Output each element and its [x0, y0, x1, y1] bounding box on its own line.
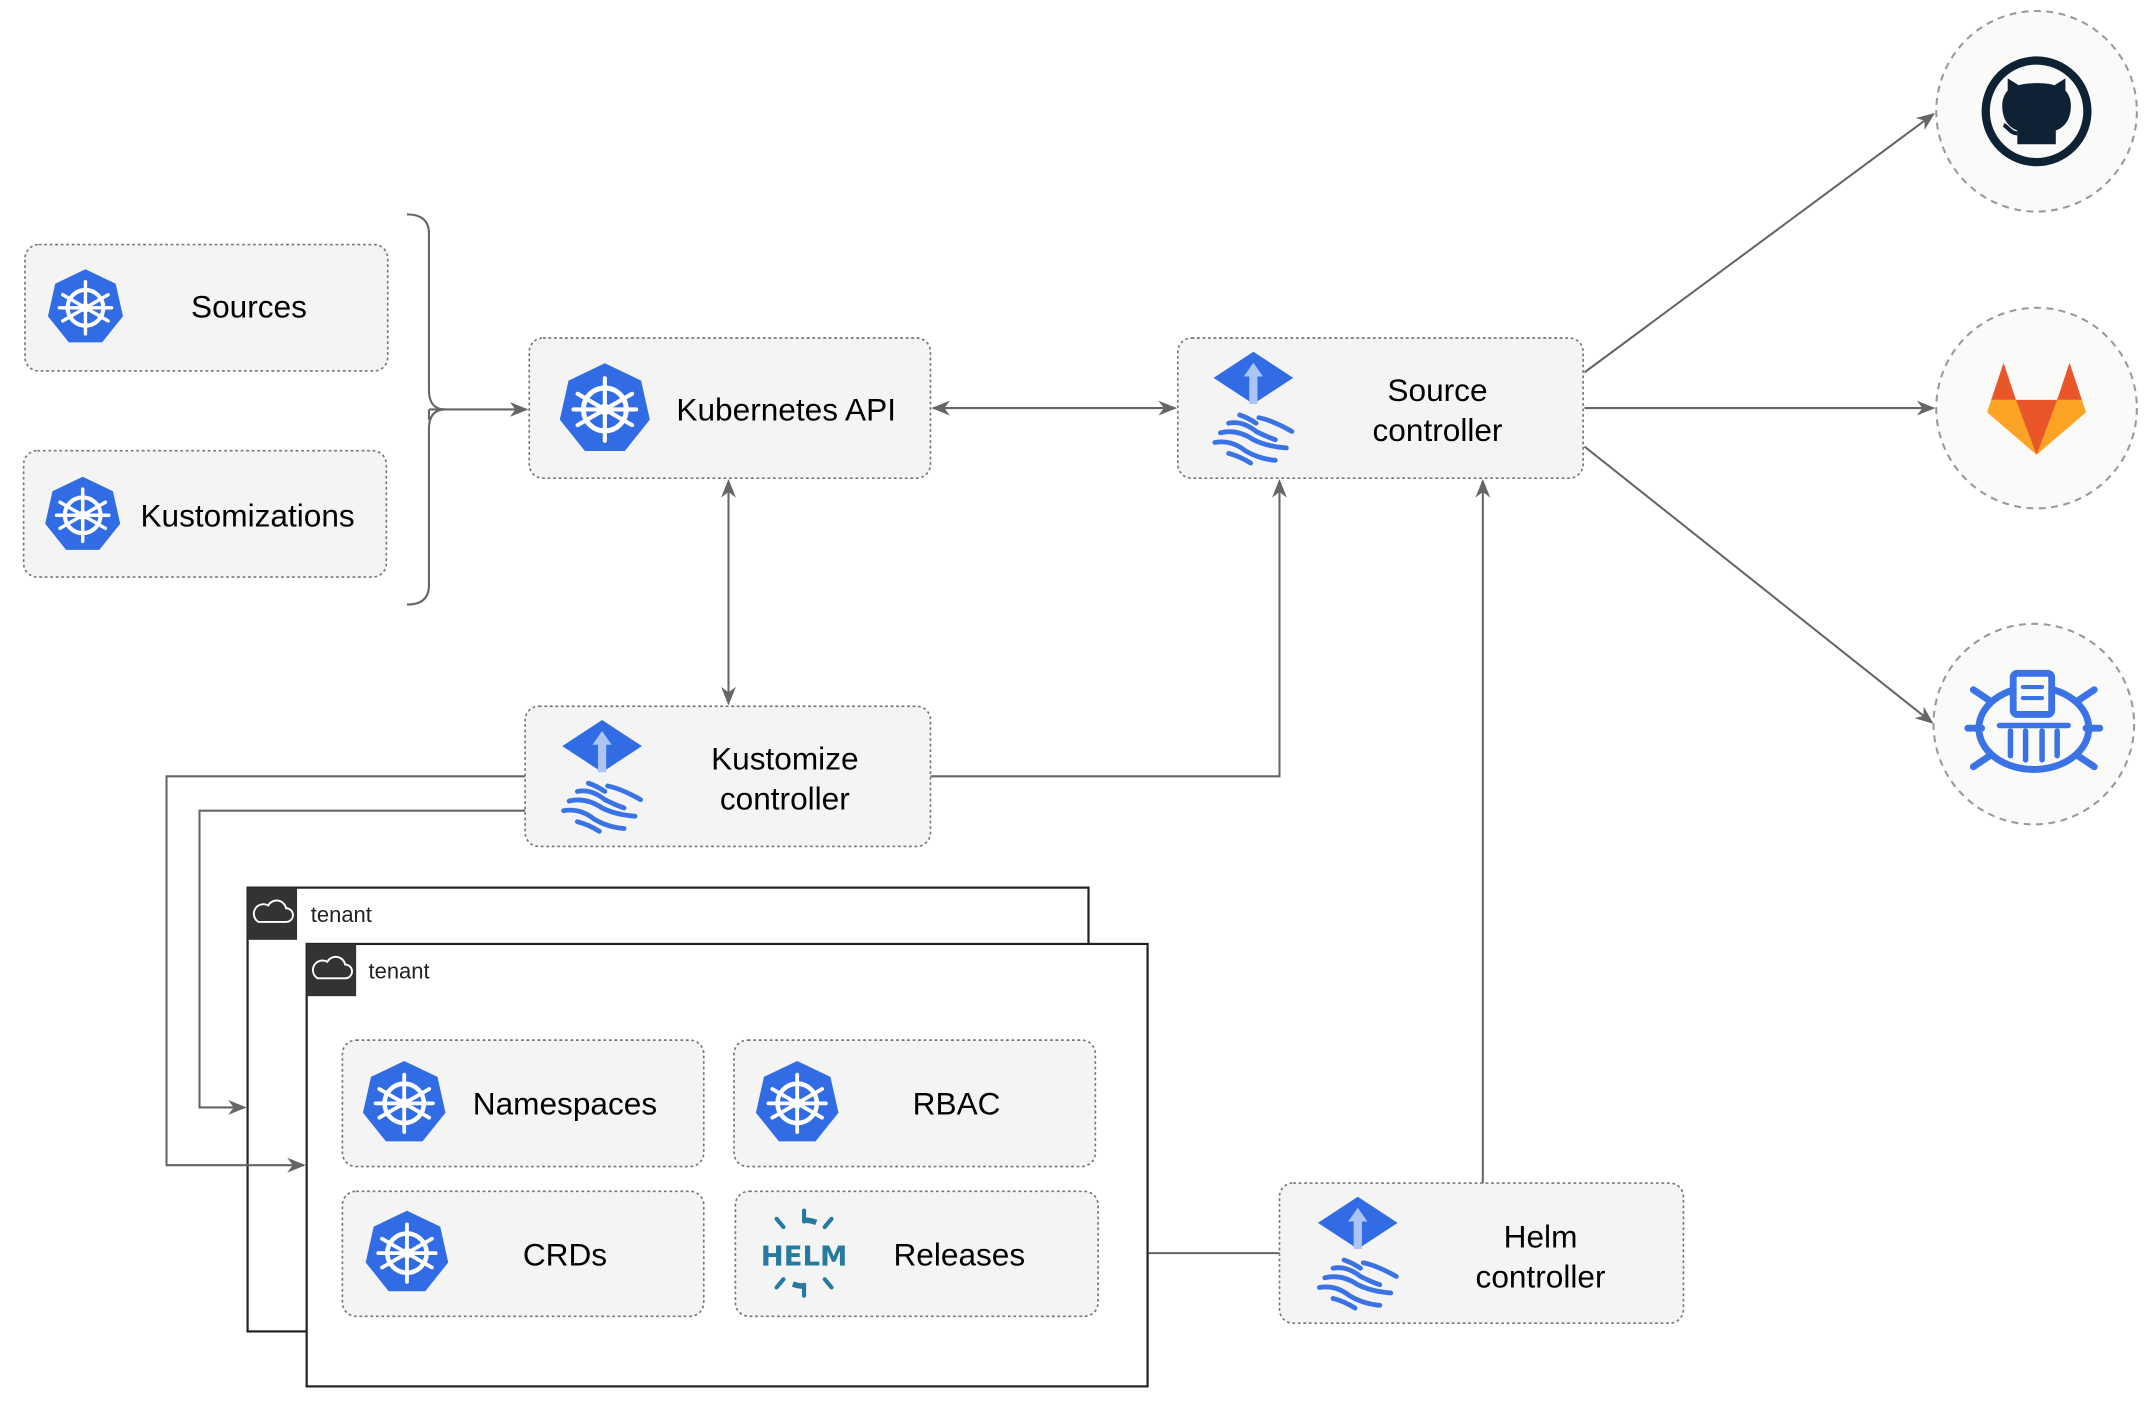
node-label: Releases [893, 1236, 1025, 1272]
node-label-line2: controller [720, 780, 850, 816]
node-kustomizations[interactable]: Kustomizations [22, 449, 388, 578]
gitlab-icon [1987, 362, 2087, 455]
node-label-line1: Helm [1504, 1219, 1578, 1255]
node-label-line1: Kustomize [711, 740, 858, 776]
node-label: Sources [191, 288, 307, 324]
tenant-label: tenant [311, 902, 372, 927]
bucket-icon [1964, 669, 2104, 773]
edge-kustomize-to-tenant-front [165, 775, 526, 1173]
edge-kustomize-to-source [930, 479, 1287, 778]
edge-kustomize-to-tenant-back [198, 809, 526, 1115]
tenant-label: tenant [369, 958, 430, 983]
github-icon [1981, 56, 2092, 167]
node-label: Namespaces [473, 1085, 657, 1121]
edges [406, 112, 1936, 1261]
node-label: CRDs [523, 1236, 607, 1272]
cloud-icon [305, 942, 358, 998]
github-node[interactable] [1935, 9, 2138, 213]
edge-source-to-github [1583, 112, 1936, 374]
node-kubernetes-api[interactable]: Kubernetes API [528, 337, 932, 479]
helm-icon: HELM [761, 1208, 848, 1298]
gitlab-node[interactable] [1935, 306, 2138, 510]
node-label-line2: controller [1476, 1258, 1606, 1294]
node-rbac[interactable]: RBAC [733, 1039, 1097, 1168]
node-label-line2: controller [1373, 412, 1503, 448]
node-label-line1: Source [1387, 372, 1487, 408]
node-crds[interactable]: CRDs [341, 1190, 705, 1318]
node-label: Kustomizations [140, 497, 354, 533]
node-helm-controller[interactable]: Helm controller [1278, 1182, 1685, 1325]
node-namespaces[interactable]: Namespaces [341, 1039, 705, 1168]
node-source-controller[interactable]: Source controller [1176, 337, 1584, 479]
bucket-node[interactable] [1932, 622, 2136, 826]
cloud-icon [246, 886, 299, 941]
edge-source-to-bucket [1583, 445, 1934, 724]
node-releases[interactable]: HELM Releases [734, 1190, 1099, 1318]
node-kustomize-controller[interactable]: Kustomize controller [524, 705, 932, 848]
node-label: RBAC [913, 1085, 1001, 1121]
brace [406, 213, 446, 606]
node-label: Kubernetes API [676, 391, 896, 427]
svg-text:HELM: HELM [761, 1240, 848, 1272]
node-sources[interactable]: Sources [24, 243, 389, 372]
